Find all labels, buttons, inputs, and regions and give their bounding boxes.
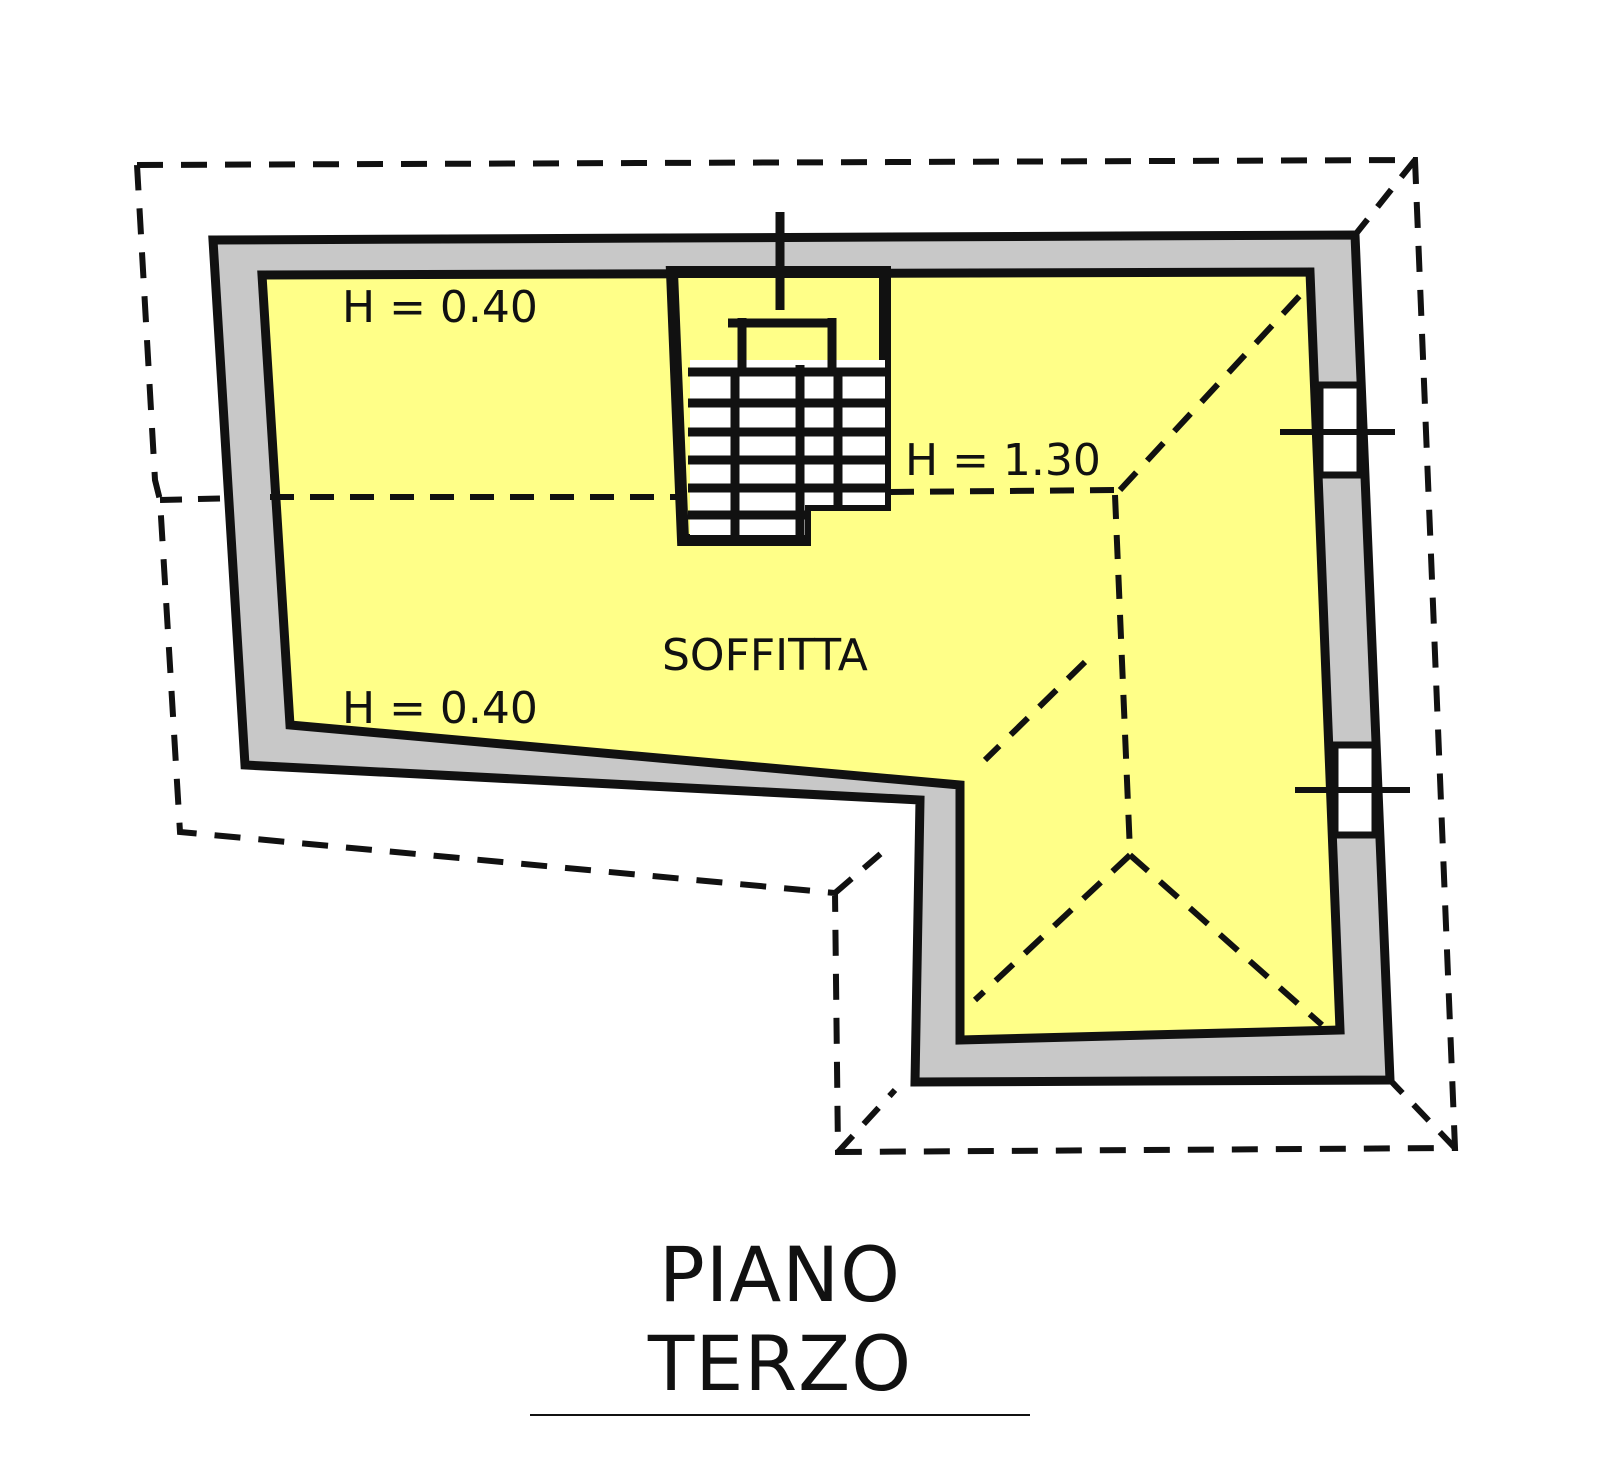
room-floor [257, 267, 1345, 1045]
roof-corner-line [833, 847, 887, 896]
roof-corner-line [1387, 1077, 1458, 1151]
height-label-bottom-left: H = 0.40 [342, 683, 538, 734]
room-name: SOFFITTA [662, 630, 868, 681]
roof-ridges [270, 287, 1324, 1028]
height-label-top-left: H = 0.40 [342, 282, 538, 333]
roof-corner-line [835, 1087, 898, 1155]
height-label-ridge: H = 1.30 [905, 435, 1101, 486]
floor-title: PIANO TERZO [530, 1230, 1030, 1416]
roof-corner-line [1352, 158, 1418, 237]
staircase [665, 212, 891, 546]
roof-corner-line [159, 495, 241, 503]
